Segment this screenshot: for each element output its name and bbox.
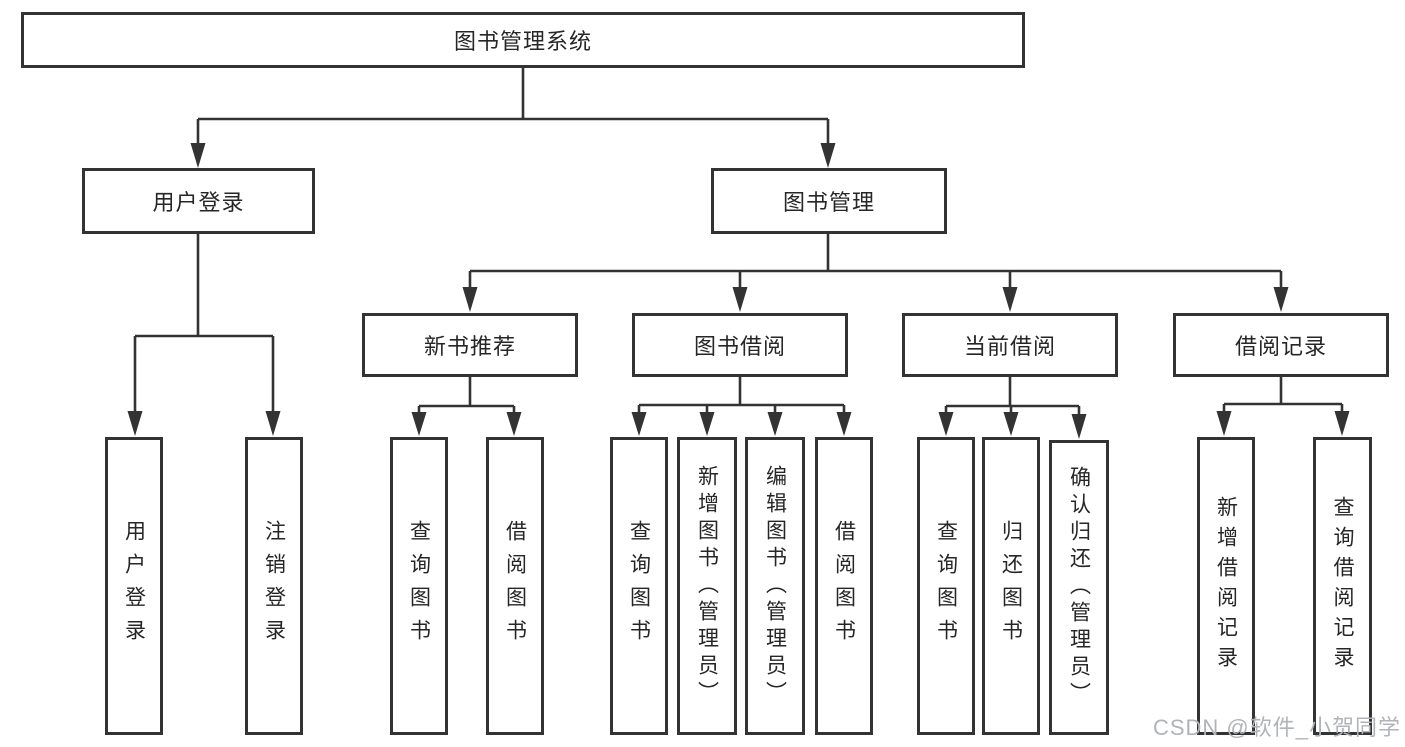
arrowhead xyxy=(506,412,522,436)
arrowhead xyxy=(767,412,783,436)
leaf-label: 编辑图书（管理员） xyxy=(763,464,787,708)
leaf-label: 新增图书（管理员） xyxy=(695,464,719,708)
arrowhead xyxy=(190,143,206,168)
leaf-query-books-2: 查询图书 xyxy=(610,437,668,735)
node-root: 图书管理系统 xyxy=(21,12,1025,68)
leaf-borrow-books-2: 借阅图书 xyxy=(815,437,873,735)
node-borrow-records: 借阅记录 xyxy=(1173,313,1389,377)
node-label: 用户登录 xyxy=(152,190,245,215)
arrowhead xyxy=(1071,414,1087,439)
arrowhead xyxy=(836,412,852,436)
arrowhead xyxy=(462,287,478,312)
leaf-label: 借阅图书 xyxy=(832,520,856,652)
leaf-confirm-return-admin: 确认归还（管理员） xyxy=(1049,440,1109,735)
leaf-add-borrow-record: 新增借阅记录 xyxy=(1197,437,1255,735)
leaf-borrow-books-1: 借阅图书 xyxy=(486,437,544,735)
arrowhead xyxy=(1334,411,1350,436)
arrowhead xyxy=(1273,287,1289,312)
leaf-label: 查询借阅记录 xyxy=(1331,496,1354,676)
node-new-book-recommend: 新书推荐 xyxy=(362,313,578,377)
node-book-management: 图书管理 xyxy=(711,168,947,234)
leaf-add-book-admin: 新增图书（管理员） xyxy=(677,437,737,735)
leaf-user-login: 用户登录 xyxy=(105,437,163,735)
leaf-label: 查询图书 xyxy=(627,520,651,652)
arrowhead xyxy=(631,412,647,436)
node-label: 新书推荐 xyxy=(423,334,516,359)
arrowhead xyxy=(1002,287,1018,312)
node-user-login: 用户登录 xyxy=(82,168,315,234)
node-label: 图书管理 xyxy=(782,190,875,215)
csdn-watermark: CSDN @软件_小贺同学 xyxy=(1152,715,1401,740)
node-book-borrow: 图书借阅 xyxy=(632,313,848,377)
leaf-edit-book-admin: 编辑图书（管理员） xyxy=(745,437,805,735)
leaf-label: 新增借阅记录 xyxy=(1214,496,1238,676)
leaf-label: 确认归还（管理员） xyxy=(1067,466,1091,709)
leaf-label: 注销登录 xyxy=(262,520,286,652)
arrowhead xyxy=(732,287,748,312)
node-label: 借阅记录 xyxy=(1234,334,1327,359)
arrowhead xyxy=(265,411,281,436)
arrowhead xyxy=(820,143,836,168)
node-root-label: 图书管理系统 xyxy=(453,29,592,54)
arrowhead xyxy=(127,411,143,436)
leaf-query-borrow-record: 查询借阅记录 xyxy=(1313,437,1372,735)
arrowhead xyxy=(938,412,954,436)
leaf-label: 借阅图书 xyxy=(503,520,527,652)
arrowhead xyxy=(699,412,715,436)
leaf-label: 用户登录 xyxy=(122,520,146,652)
leaf-label: 归还图书 xyxy=(999,520,1023,652)
arrowhead xyxy=(1003,412,1019,436)
leaf-label: 查询图书 xyxy=(407,520,431,652)
arrowhead xyxy=(1216,411,1232,436)
leaf-label: 查询图书 xyxy=(934,520,958,652)
arrowhead xyxy=(411,412,427,436)
leaf-query-books-3: 查询图书 xyxy=(917,437,975,735)
leaf-logout: 注销登录 xyxy=(245,437,303,735)
node-current-borrow: 当前借阅 xyxy=(902,313,1118,377)
node-label: 图书借阅 xyxy=(693,334,786,359)
node-label: 当前借阅 xyxy=(963,334,1056,359)
leaf-query-books-1: 查询图书 xyxy=(390,437,448,735)
leaf-return-books: 归还图书 xyxy=(982,437,1040,735)
